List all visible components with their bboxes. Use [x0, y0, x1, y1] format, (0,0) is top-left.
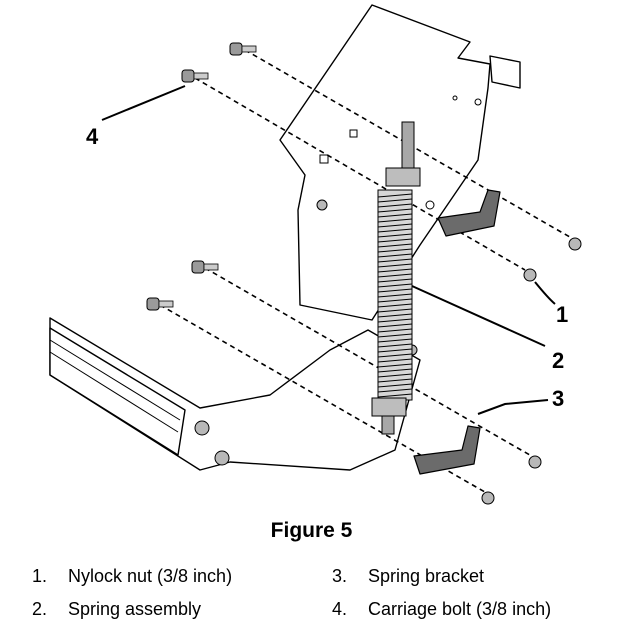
assembly-line [194, 77, 526, 271]
legend-text: Spring assembly [68, 599, 202, 619]
plate-hole [425, 200, 435, 210]
legend-number: 1. [32, 566, 48, 586]
legend-item: 3. Spring bracket [332, 566, 484, 587]
figure-caption: Figure 5 [270, 519, 353, 542]
spring-coil [377, 258, 413, 263]
legend-item: 2. Spring assembly [32, 599, 201, 620]
leader-line-1 [534, 281, 556, 305]
plate-tab [489, 55, 521, 89]
plate-hole [452, 95, 458, 101]
spring-coil [377, 313, 413, 318]
spring-coil [377, 198, 413, 203]
spring-coil [377, 293, 413, 298]
spring-coil [377, 363, 413, 368]
spring-coil [377, 233, 413, 238]
spring-coil [377, 253, 413, 258]
nylock-nut [528, 455, 542, 469]
spring-coil [377, 228, 413, 233]
spring-coil [377, 348, 413, 353]
parts-legend: 1. Nylock nut (3/8 inch) 2. Spring assembl… [0, 566, 623, 630]
square-hole [319, 154, 329, 164]
carriage-bolt [146, 297, 174, 311]
spring-coil [377, 238, 413, 243]
carriage-bolt [229, 42, 257, 56]
spring-coil [377, 328, 413, 333]
spring-coil [377, 318, 413, 323]
nylock-nut [568, 237, 582, 251]
spring-coil [377, 368, 413, 373]
spring-coil [377, 243, 413, 248]
spring-coil [377, 308, 413, 313]
roller-nut [194, 420, 210, 436]
frame-nut [316, 199, 328, 211]
spring-bracket-upper [437, 189, 501, 237]
callout-4: 4 [86, 124, 99, 149]
roller-tube [49, 327, 186, 456]
spring-coil [377, 288, 413, 293]
spring-coil [377, 393, 413, 398]
spring-coil [377, 263, 413, 268]
spring-coil [377, 268, 413, 273]
spring-coil [377, 283, 413, 288]
leader-line-4 [101, 85, 186, 121]
legend-number: 4. [332, 599, 348, 619]
legend-number: 2. [32, 599, 48, 619]
carriage-bolt [191, 260, 219, 274]
spring-coil [377, 378, 413, 383]
spring-coil [377, 273, 413, 278]
callout-3: 3 [552, 386, 564, 411]
exploded-view-diagram: 4 1 2 3 [49, 4, 582, 505]
nylock-nut [523, 268, 537, 282]
spring-coil [377, 213, 413, 218]
legend-text: Spring bracket [368, 566, 485, 586]
legend-number: 3. [332, 566, 348, 586]
legend-item: 4. Carriage bolt (3/8 inch) [332, 599, 551, 620]
plate-hole [474, 98, 482, 106]
callout-1: 1 [556, 302, 568, 327]
spring-coil [377, 388, 413, 393]
legend-item: 1. Nylock nut (3/8 inch) [32, 566, 232, 587]
assembly-line [204, 267, 536, 459]
square-hole [349, 129, 358, 138]
spring-coil [377, 278, 413, 283]
legend-text: Nylock nut (3/8 inch) [68, 566, 233, 586]
spring-coil [377, 203, 413, 208]
spring-coil [377, 383, 413, 388]
callout-2: 2 [552, 348, 564, 373]
spring-coil [377, 193, 413, 198]
spring-coil [377, 373, 413, 378]
roller-nut [214, 450, 230, 466]
spring-coil [377, 223, 413, 228]
spring-coil [377, 338, 413, 343]
spring-coil [377, 248, 413, 253]
legend-text: Carriage bolt (3/8 inch) [368, 599, 552, 619]
spring-coil [377, 298, 413, 303]
carriage-bolt [181, 69, 209, 83]
nylock-nut [481, 491, 495, 505]
spring-assembly [371, 121, 421, 435]
spring-bracket-lower [413, 425, 481, 475]
spring-coil [377, 358, 413, 363]
spring-coil [377, 353, 413, 358]
spring-coil [377, 343, 413, 348]
spring-coil [377, 218, 413, 223]
spring-coil [377, 208, 413, 213]
spring-coil [377, 323, 413, 328]
leader-line-2 [411, 285, 546, 347]
leader-line-3 [477, 399, 549, 415]
spring-coil [377, 303, 413, 308]
upper-mounting-plate [279, 4, 491, 321]
spring-coil [377, 333, 413, 338]
